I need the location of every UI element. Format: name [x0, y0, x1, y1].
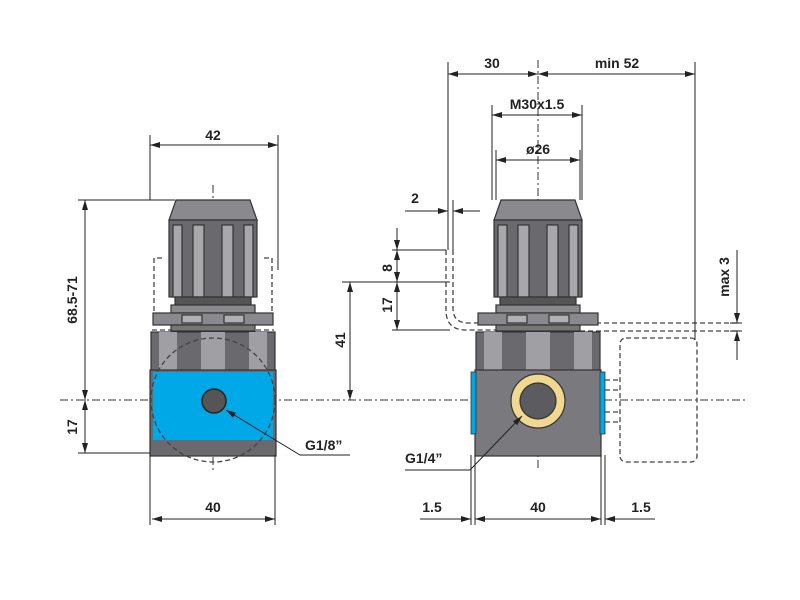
dim-17: 17 — [379, 297, 395, 313]
dim-width-40: 40 — [205, 499, 221, 515]
left-dimensions: 42 68.5-71 17 40 G1/8” — [64, 127, 350, 525]
port-g18 — [201, 388, 227, 414]
dim-min-52: min 52 — [595, 55, 640, 71]
left-regulator-view — [149, 199, 277, 463]
right-dimensions: 30 min 52 M30x1.5 ø26 2 8 17 41 max 3 G1… — [332, 55, 742, 525]
dim-41: 41 — [332, 332, 348, 348]
mounting-circle — [150, 337, 276, 463]
dim-40-right: 40 — [530, 499, 546, 515]
dim-diameter: ø26 — [526, 141, 550, 157]
right-regulator-view — [445, 199, 738, 463]
gauge-outline — [619, 337, 698, 463]
dim-max-3: max 3 — [716, 257, 732, 297]
port-label-g14: G1/4” — [405, 450, 442, 466]
dim-thread: M30x1.5 — [510, 96, 565, 112]
dim-30: 30 — [484, 55, 500, 71]
dim-2: 2 — [411, 190, 419, 206]
dim-height-17: 17 — [64, 419, 80, 435]
panel-outline — [445, 250, 738, 332]
dim-width-42: 42 — [205, 127, 221, 143]
dim-8: 8 — [379, 264, 395, 272]
dim-height-total: 68.5-71 — [64, 276, 80, 324]
port-label-g18: G1/8” — [305, 437, 342, 453]
dim-1-5-left: 1.5 — [422, 499, 442, 515]
dim-1-5-right: 1.5 — [631, 499, 651, 515]
